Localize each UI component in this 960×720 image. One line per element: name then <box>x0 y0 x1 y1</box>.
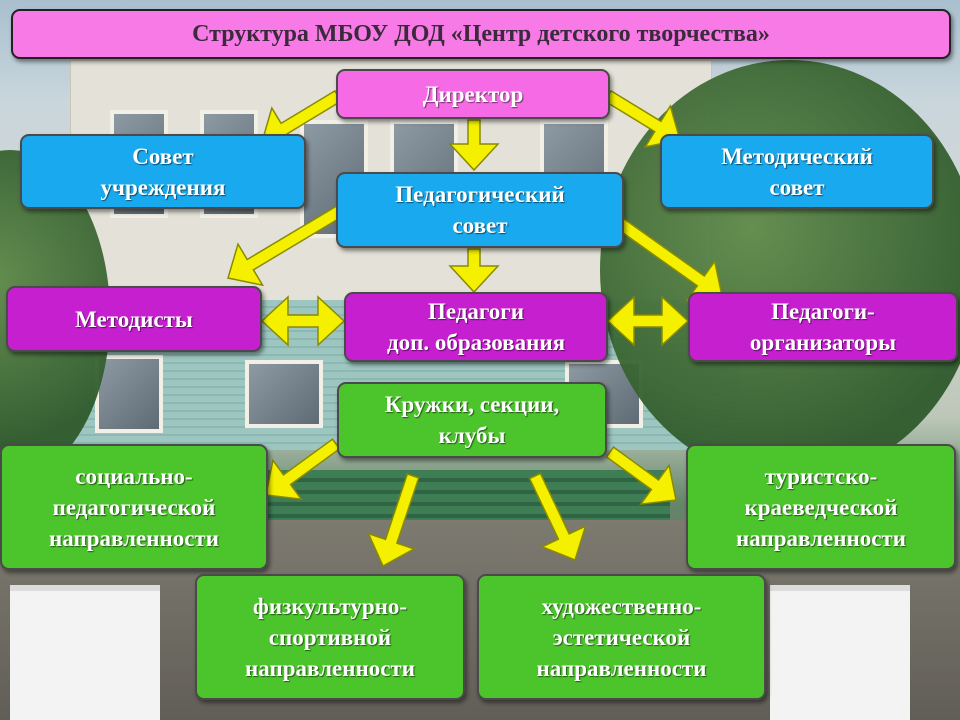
node-artistic-aesthetic-line: художественно- <box>541 593 702 619</box>
node-social-pedagogical: социально- педагогической направленности <box>0 444 268 570</box>
node-social-pedagogical-line: педагогической <box>52 494 216 520</box>
node-pedagogical-council: Педагогический совет <box>336 172 624 248</box>
arrow-clubs-to-tourist <box>605 446 677 506</box>
node-methodical-council-line: совет <box>769 174 825 200</box>
node-artistic-aesthetic-line: направленности <box>536 655 707 681</box>
arrow-methodists-teachers <box>260 295 346 347</box>
node-tourist-local-history: туристско- краеведческой направленности <box>686 444 956 570</box>
node-additional-education-teachers-line: доп. образования <box>386 330 566 355</box>
node-pedagogical-council-line: совет <box>452 213 508 238</box>
diagram-title-text: Структура МБОУ ДОД «Центр детского творч… <box>192 20 770 47</box>
node-additional-education-teachers: Педагоги доп. образования <box>344 292 608 362</box>
node-physical-sports-line: физкультурно- <box>252 593 408 619</box>
arrow-pedagogical-council-to-teachers <box>448 248 500 294</box>
node-institution-council: Совет учреждения <box>20 134 306 209</box>
arrow-director-to-methodical-council <box>603 89 681 148</box>
arrow-clubs-to-artistic <box>528 472 587 561</box>
node-physical-sports-line: спортивной <box>268 624 392 650</box>
node-methodical-council-line: Методический <box>721 143 873 169</box>
node-physical-sports-line: направленности <box>245 655 415 681</box>
node-clubs: Кружки, секции, клубы <box>337 382 607 458</box>
node-pedagogical-council-line: Педагогический <box>395 182 565 207</box>
node-clubs-line: клубы <box>438 423 506 448</box>
node-institution-council-line: учреждения <box>100 174 226 200</box>
node-teacher-organizers: Педагоги- организаторы <box>688 292 958 362</box>
node-physical-sports: физкультурно- спортивной направленности <box>195 574 465 700</box>
diagram-title: Структура МБОУ ДОД «Центр детского творч… <box>11 9 951 59</box>
arrow-pedagogical-council-to-methodists <box>227 198 355 287</box>
window <box>245 360 323 428</box>
node-clubs-line: Кружки, секции, <box>384 392 560 417</box>
window <box>95 355 163 433</box>
node-tourist-local-history-line: краеведческой <box>744 494 898 520</box>
node-social-pedagogical-line: направленности <box>49 525 219 551</box>
arrow-clubs-to-physical-sports <box>367 473 420 568</box>
node-tourist-local-history-line: направленности <box>736 525 906 551</box>
node-artistic-aesthetic: художественно- эстетической направленнос… <box>477 574 766 700</box>
node-tourist-local-history-line: туристско- <box>764 463 878 489</box>
flower-bed <box>770 585 910 720</box>
node-director: Директор <box>336 69 610 119</box>
node-artistic-aesthetic-line: эстетической <box>552 624 691 650</box>
flower-bed <box>10 585 160 720</box>
node-additional-education-teachers-line: Педагоги <box>428 299 524 324</box>
node-social-pedagogical-line: социально- <box>75 463 193 489</box>
node-director-line: Директор <box>422 81 524 107</box>
arrow-pedagogical-council-to-organizers <box>613 216 723 302</box>
arrow-director-to-pedagogical-council <box>448 119 500 172</box>
node-institution-council-line: Совет <box>132 143 194 169</box>
arrow-teachers-organizers <box>606 295 690 347</box>
node-methodists: Методисты <box>6 286 262 352</box>
node-teacher-organizers-line: организаторы <box>749 330 897 355</box>
node-methodical-council: Методический совет <box>660 134 934 209</box>
node-teacher-organizers-line: Педагоги- <box>771 299 875 324</box>
arrow-clubs-to-social-pedagogical <box>265 438 341 501</box>
node-methodists-line: Методисты <box>75 306 193 332</box>
